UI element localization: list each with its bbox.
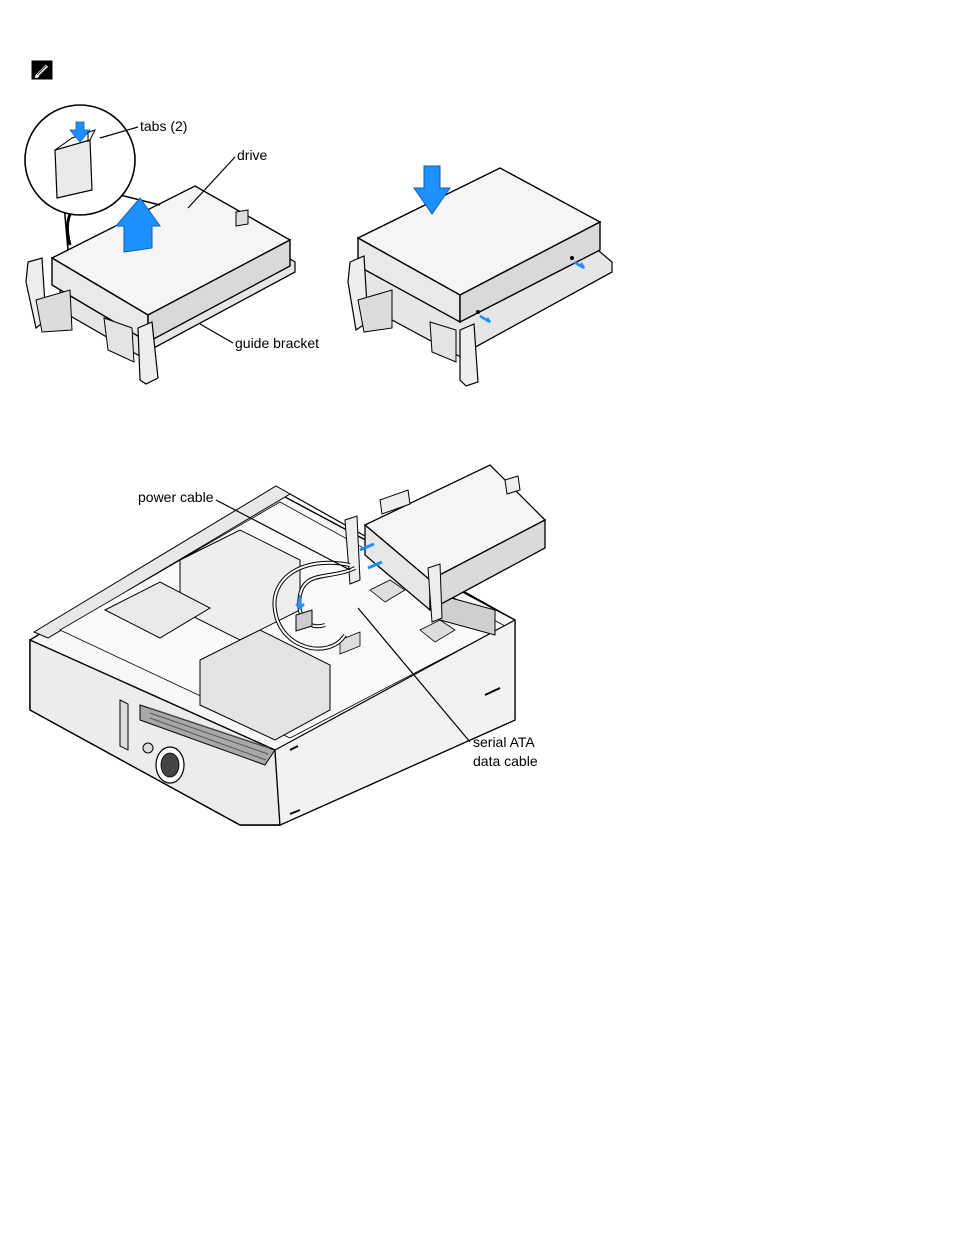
label-sata-line2: data cable [473, 753, 538, 769]
chassis-cable-figure: power cable serial ATA data cable [29, 464, 547, 826]
label-drive: drive [237, 147, 268, 163]
drive-insertion-illustration [347, 165, 613, 387]
label-sata-line1: serial ATA [473, 734, 535, 750]
label-power-cable: power cable [138, 489, 214, 505]
drive-removal-illustration [24, 104, 296, 385]
label-guide-bracket: guide bracket [235, 335, 319, 351]
label-tabs: tabs (2) [140, 118, 187, 134]
drive-bracket-figure: tabs (2) drive guide bracket [24, 104, 613, 387]
note-pencil-icon [31, 60, 53, 80]
